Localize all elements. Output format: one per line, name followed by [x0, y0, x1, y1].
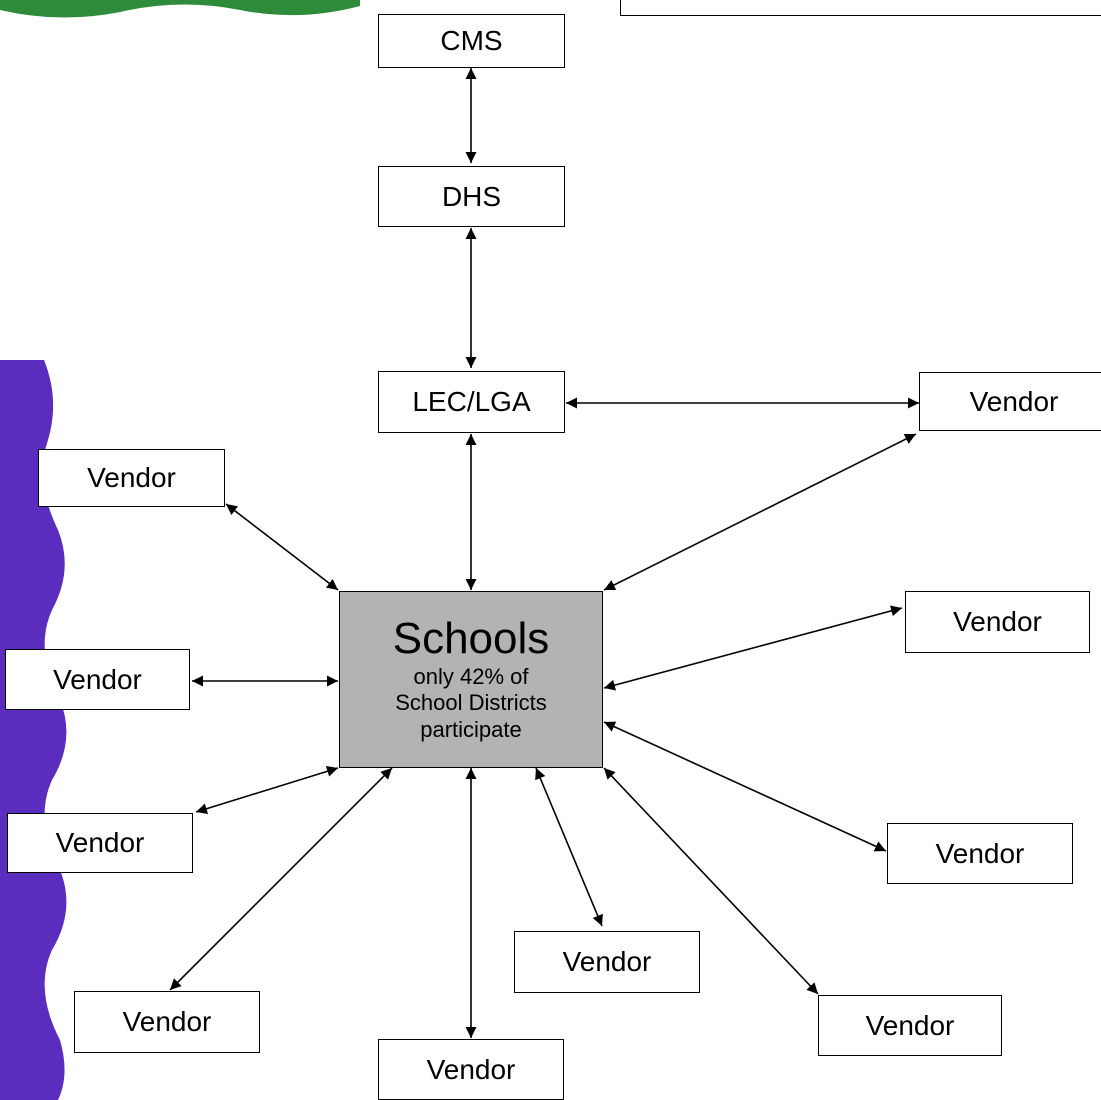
vendor-node: Vendor [514, 931, 700, 993]
arrow-schools-vendor-bottomright [603, 767, 819, 995]
arrow-schools-vendor-upperleft [225, 503, 339, 591]
vendor-node: Vendor [818, 995, 1002, 1056]
node-cms-label: CMS [440, 25, 503, 56]
vendor-node: Vendor [905, 591, 1090, 653]
purple-wavy-decoration [0, 360, 67, 1100]
vendor-label: Vendor [426, 1053, 516, 1085]
node-dhs-label: DHS [441, 180, 502, 212]
node-dhs: DHS [378, 166, 565, 227]
vendor-label: Vendor [87, 462, 176, 493]
arrow-schools-vendor-right [603, 605, 903, 691]
top-right-frame [620, 0, 1101, 16]
arrow-schools-vendor-lowerleft [195, 766, 339, 814]
arrow-schools-vendor-bottomleft [169, 767, 393, 991]
vendor-label: Vendor [122, 1006, 212, 1037]
vendor-node: Vendor [378, 1039, 564, 1100]
vendor-node: Vendor [7, 813, 193, 873]
vendor-node: Vendor [919, 372, 1101, 431]
schools-title: Schools [392, 613, 550, 663]
green-decoration [0, 0, 360, 18]
vendor-label: Vendor [562, 946, 652, 977]
vendor-node: Vendor [74, 991, 260, 1053]
node-schools: Schools only 42% of School Districts par… [339, 591, 603, 768]
node-lec-lga: LEC/LGA [378, 371, 565, 433]
vendor-label: Vendor [55, 827, 145, 858]
vendor-label: Vendor [53, 663, 142, 695]
schools-note-line-1: only 42% of [413, 664, 529, 689]
arrow-schools-vendor-lowerright [603, 721, 887, 852]
vendor-label: Vendor [953, 606, 1042, 637]
vendor-label: Vendor [969, 385, 1059, 417]
schools-note: only 42% of School Districts participate [395, 664, 547, 743]
node-cms: CMS [378, 14, 565, 68]
schools-note-line-3: participate [420, 716, 522, 742]
node-lec-lga-label: LEC/LGA [412, 386, 531, 417]
arrow-schools-vendor-topright [603, 433, 917, 591]
vendor-label: Vendor [865, 1009, 955, 1041]
vendor-node: Vendor [887, 823, 1073, 884]
vendor-label: Vendor [935, 837, 1025, 869]
arrow-schools-vendor-bottommid [535, 767, 603, 927]
vendor-node: Vendor [5, 649, 190, 710]
vendor-node: Vendor [38, 449, 225, 507]
schools-note-line-2: School Districts [395, 690, 547, 716]
